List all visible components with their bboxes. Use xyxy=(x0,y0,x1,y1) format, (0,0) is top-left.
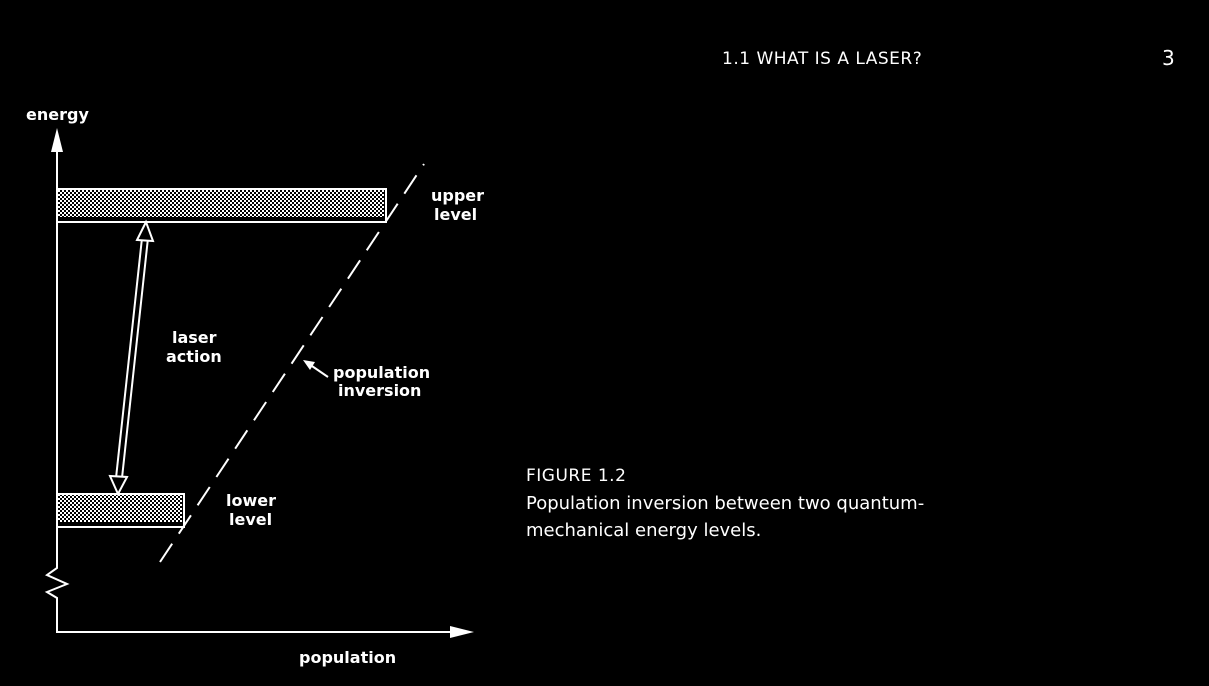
laser-action-label-line1: laser xyxy=(172,328,217,347)
energy-axis xyxy=(44,128,70,632)
caption-text: Population inversion between two quantum… xyxy=(526,493,925,541)
upper-level-bar xyxy=(58,188,387,223)
population-axis xyxy=(56,626,474,638)
caption-number: FIGURE 1.2 xyxy=(526,466,627,486)
upper-level-label-line2: level xyxy=(434,205,477,224)
figure-caption: FIGURE 1.2 Population inversion between … xyxy=(526,463,1026,544)
inversion-label-line2: inversion xyxy=(338,381,421,400)
lower-level-label-line1: lower xyxy=(226,491,276,510)
laser-action-arrow xyxy=(108,219,155,497)
population-axis-label: population xyxy=(299,648,396,667)
lower-level-bar xyxy=(58,493,185,528)
inversion-label-line1: population xyxy=(333,363,430,382)
energy-axis-label: energy xyxy=(26,105,89,124)
laser-action-label-line2: action xyxy=(166,347,222,366)
running-head: 1.1 WHAT IS A LASER? xyxy=(722,49,923,69)
inversion-pointer-arrow xyxy=(303,360,329,378)
population-inversion-line xyxy=(159,163,425,563)
lower-level-label-line2: level xyxy=(229,510,272,529)
page-number: 3 xyxy=(1162,46,1175,70)
upper-level-label-line1: upper xyxy=(431,186,484,205)
population-inversion-figure: energy population upper level lower leve… xyxy=(26,105,484,667)
